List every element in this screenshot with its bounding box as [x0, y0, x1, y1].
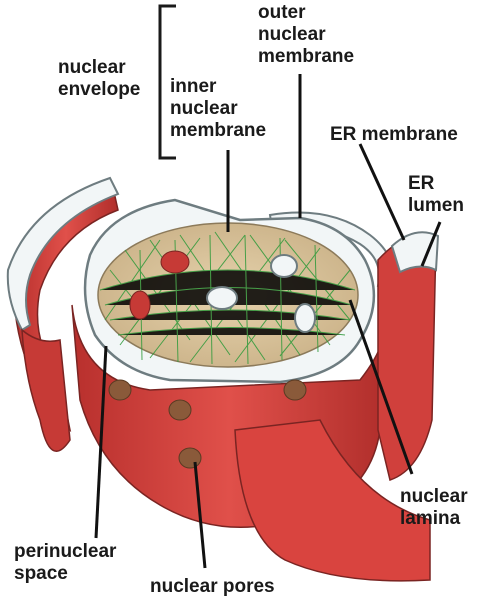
label-er-lumen: ER lumen — [408, 173, 464, 217]
er-sheet-front — [234, 419, 431, 582]
label-er-membrane: ER membrane — [330, 124, 458, 146]
label-text: nuclear pores — [150, 576, 275, 597]
label-text: membrane — [258, 46, 355, 67]
label-text: membrane — [170, 120, 267, 141]
label-inner-nuclear-membrane: inner nuclear membrane — [170, 76, 266, 142]
label-text: lumen — [408, 195, 464, 216]
er-sheet-left-lower — [21, 328, 71, 452]
label-text: outer — [258, 2, 306, 23]
label-nuclear-envelope: nuclear envelope — [58, 57, 140, 101]
label-text: space — [14, 563, 68, 584]
leader-lines — [94, 74, 442, 569]
label-text: nuclear — [258, 24, 326, 45]
leader-perinuclear-space — [94, 345, 108, 539]
er-sheet-right — [377, 234, 437, 481]
label-text: ER — [408, 173, 435, 194]
leader-nuclear-lamina — [348, 299, 414, 475]
leader-nuclear-pores — [193, 461, 207, 569]
label-text: perinuclear — [14, 541, 117, 562]
label-text: lamina — [400, 508, 461, 529]
leader-er-lumen — [420, 221, 442, 267]
label-text: inner — [170, 76, 217, 97]
label-nuclear-pores: nuclear pores — [150, 576, 275, 598]
nuclear-envelope-bracket — [158, 4, 176, 160]
label-nuclear-lamina: nuclear lamina — [400, 486, 468, 530]
er-lumen-left — [6, 176, 120, 332]
label-text: envelope — [58, 79, 141, 100]
label-text: nuclear — [58, 57, 126, 78]
label-outer-nuclear-membrane: outer nuclear membrane — [258, 2, 354, 68]
label-perinuclear-space: perinuclear space — [14, 541, 116, 585]
label-text: nuclear — [400, 486, 468, 507]
label-text: ER membrane — [330, 124, 458, 145]
er-lumen-right — [390, 231, 440, 274]
nuclear-pores-outer — [108, 379, 307, 469]
nuclear-pores-inner — [129, 250, 316, 333]
label-text: nuclear — [170, 98, 238, 119]
leader-er-membrane — [358, 143, 406, 241]
